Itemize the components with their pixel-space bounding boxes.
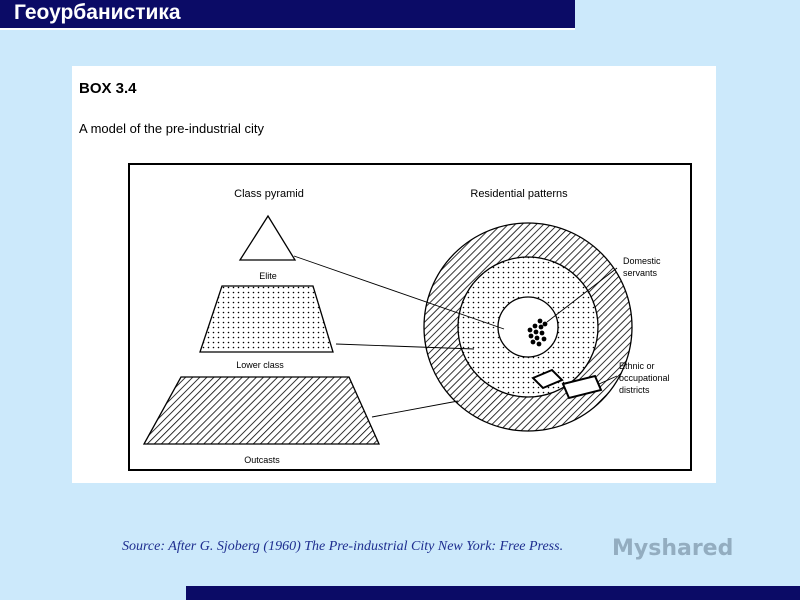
source-citation: Source: After G. Sjoberg (1960) The Pre-… xyxy=(122,539,564,554)
class-pyramid-heading: Class pyramid xyxy=(234,188,304,200)
elite-label: Elite xyxy=(259,271,277,281)
slide-title: Геоурбанистика xyxy=(14,1,181,24)
residential-patterns-heading: Residential patterns xyxy=(470,188,568,200)
ethnic-district-2 xyxy=(561,374,603,400)
lower-class-trapezoid xyxy=(199,285,334,353)
figure-box: BOX 3.4 A model of the pre-industrial ci… xyxy=(72,66,716,483)
elite-triangle xyxy=(238,214,297,261)
outcasts-label: Outcasts xyxy=(244,455,280,465)
outcasts-trapezoid xyxy=(142,376,381,445)
lower-class-label: Lower class xyxy=(236,360,284,370)
pre-industrial-city-diagram: BOX 3.4 A model of the pre-industrial ci… xyxy=(79,80,692,471)
leader-lines xyxy=(293,255,618,418)
box-label: BOX 3.4 xyxy=(79,80,137,97)
watermark-logo: Myshared xyxy=(612,536,734,561)
domestic-servants-label: Domestic servants xyxy=(623,256,663,278)
box-caption: A model of the pre-industrial city xyxy=(79,121,264,136)
title-bar: Геоурбанистика xyxy=(0,0,575,30)
bottom-bar xyxy=(186,586,800,600)
domestic-servants-cluster xyxy=(527,318,548,347)
core-elite xyxy=(497,296,559,358)
ethnic-districts-label: Ethnic or occupational districts xyxy=(619,361,672,395)
ethnic-district-1 xyxy=(531,368,564,390)
